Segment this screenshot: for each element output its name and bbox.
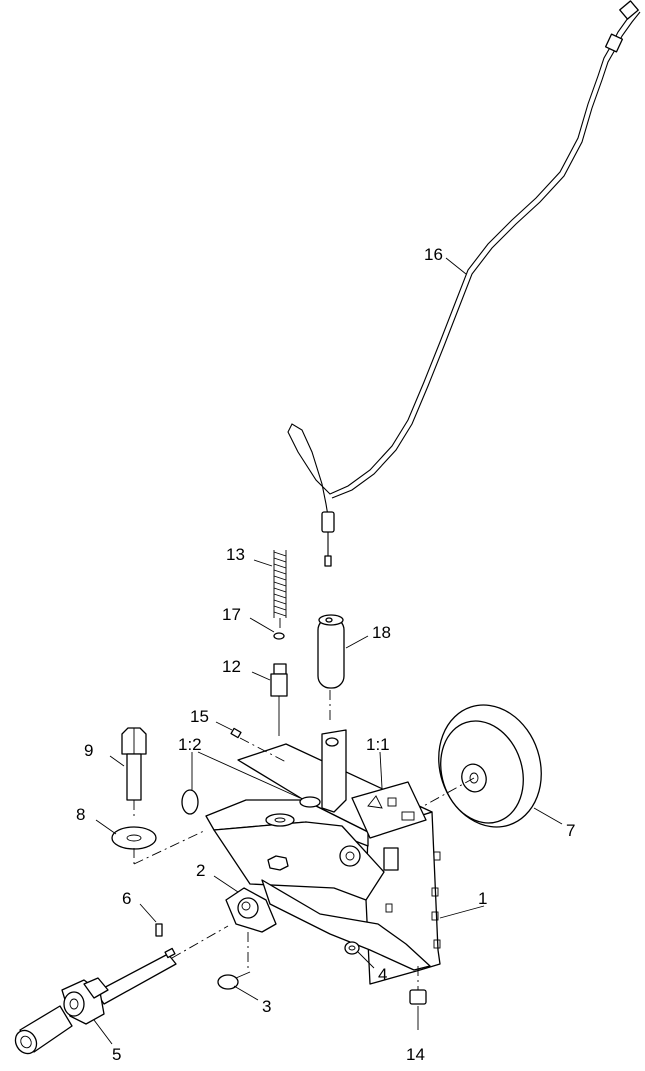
- set-screw: [230, 727, 242, 739]
- cable-end-connector-top: [619, 0, 639, 20]
- callout-6: 6: [122, 889, 131, 908]
- plate-washer: [265, 813, 295, 827]
- callout-1-2: 1:2: [178, 735, 202, 754]
- callout-14: 14: [406, 1045, 425, 1064]
- spring: [273, 550, 287, 628]
- pulley: [419, 704, 542, 828]
- callout-16: 16: [424, 245, 443, 264]
- cable-sleeve: [317, 614, 345, 720]
- callout-7: 7: [566, 821, 575, 840]
- callout-9: 9: [84, 741, 93, 760]
- callout-1-1: 1:1: [366, 735, 390, 754]
- bolt: [121, 727, 147, 820]
- plug: [181, 789, 199, 815]
- lock-nut: [344, 941, 360, 955]
- callout-17: 17: [222, 605, 241, 624]
- callout-4: 4: [378, 965, 387, 984]
- warning-decal: [351, 781, 427, 839]
- callout-1: 1: [478, 889, 487, 908]
- pivot-pin: [270, 663, 288, 740]
- washer: [111, 826, 207, 865]
- woodruff-key: [155, 923, 163, 937]
- cable-ferrule-top: [604, 33, 624, 53]
- callout-2: 2: [196, 861, 205, 880]
- driveshaft-u-joint: [14, 925, 229, 1055]
- callout-15: 15: [190, 707, 209, 726]
- callout-3: 3: [262, 997, 271, 1016]
- leader-lines: [93, 257, 563, 1045]
- callout-12: 12: [222, 657, 241, 676]
- callout-labels: 1 2 3 4 5 6 7 8 9 12 13 14 15 16 17 18 1…: [76, 245, 575, 1064]
- cable-assembly: [287, 0, 641, 567]
- callout-18: 18: [372, 623, 391, 642]
- cable-ferrule-bottom: [321, 511, 335, 533]
- carriage-bolt: [217, 971, 251, 990]
- flange-bearing: [225, 887, 277, 970]
- callout-13: 13: [226, 545, 245, 564]
- callout-8: 8: [76, 805, 85, 824]
- retaining-clip: [273, 632, 285, 640]
- main-bracket: [205, 729, 441, 985]
- cable-pin: [324, 555, 332, 567]
- spring-clip: [409, 966, 427, 1005]
- callout-5: 5: [112, 1045, 121, 1064]
